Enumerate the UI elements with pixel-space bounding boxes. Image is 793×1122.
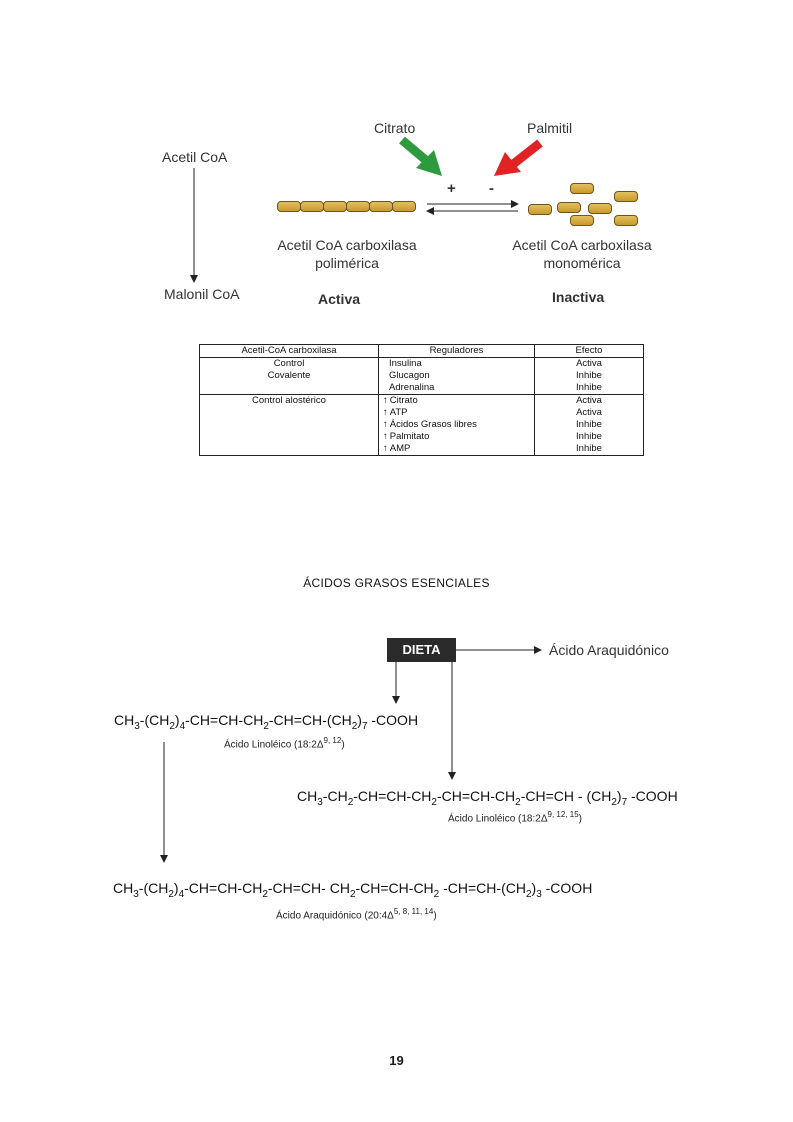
up-arrow-icon: ↑ xyxy=(383,419,388,430)
group-label-covalent: Control Covalente xyxy=(199,357,379,395)
table-row: Control alostérico ↑Citrato ↑ATP ↑Ácidos… xyxy=(199,394,644,456)
formula-linoleico: CH3-(CH2)4-CH=CH-CH2-CH=CH-(CH2)7 -COOH xyxy=(114,712,419,732)
regulators-table: Acetil-CoA carboxilasa Reguladores Efect… xyxy=(199,344,644,456)
effects-cell: Activa Inhibe Inhibe xyxy=(534,357,644,395)
palmitil-arrow xyxy=(494,139,543,176)
caption-araquidonico: Ácido Araquidónico (20:4Δ5, 8, 11, 14) xyxy=(276,907,437,922)
enzyme-unit xyxy=(557,202,581,213)
table-row: Control Covalente Insulina Glucagon Adre… xyxy=(199,357,644,395)
polymeric-label: Acetil CoA carboxilasa polimérica xyxy=(277,237,417,271)
activa-label: Activa xyxy=(318,291,361,307)
caption-linoleico: Ácido Linoléico (18:2Δ9, 12) xyxy=(224,736,345,751)
enzyme-unit xyxy=(570,215,594,226)
enzyme-unit xyxy=(588,203,612,214)
enzyme-unit xyxy=(528,204,552,215)
enzyme-unit xyxy=(392,201,416,212)
dieta-box: DIETA xyxy=(387,638,456,662)
caption-linolenico: Ácido Linoléico (18:2Δ9, 12, 15) xyxy=(448,810,583,825)
enzyme-unit xyxy=(614,215,638,226)
monomeric-label: Acetil CoA carboxilasa monomérica xyxy=(512,237,652,271)
page-number: 19 xyxy=(389,1053,404,1068)
effects-cell: Activa Activa Inhibe Inhibe Inhibe xyxy=(534,394,644,456)
citrato-arrow xyxy=(399,136,442,176)
diagram-arrows xyxy=(190,136,543,283)
enzyme-unit xyxy=(614,191,638,202)
araquidonico-label: Ácido Araquidónico xyxy=(549,642,669,658)
citrato-label: Citrato xyxy=(374,120,416,136)
up-arrow-icon: ↑ xyxy=(383,407,388,418)
plus-sign: + xyxy=(447,180,456,197)
section-title: ÁCIDOS GRASOS ESENCIALES xyxy=(303,576,490,590)
up-arrow-icon: ↑ xyxy=(383,443,388,454)
acetil-coa-label: Acetil CoA xyxy=(162,149,228,165)
regulators-cell: ↑Citrato ↑ATP ↑Ácidos Grasos libres ↑Pal… xyxy=(378,394,535,456)
up-arrow-icon: ↑ xyxy=(383,395,388,406)
formula-linolenico: CH3-CH2-CH=CH-CH2-CH=CH-CH2-CH=CH - (CH2… xyxy=(297,788,678,808)
minus-sign: - xyxy=(489,180,494,197)
palmitil-label: Palmitil xyxy=(527,120,573,136)
group-label-allosteric: Control alostérico xyxy=(199,394,379,456)
enzyme-unit xyxy=(570,183,594,194)
formula-araquidonico: CH3-(CH2)4-CH=CH-CH2-CH=CH- CH2-CH=CH-CH… xyxy=(113,880,593,900)
regulators-cell: Insulina Glucagon Adrenalina xyxy=(378,357,535,395)
up-arrow-icon: ↑ xyxy=(383,431,388,442)
malonil-coa-label: Malonil CoA xyxy=(164,286,240,302)
inactiva-label: Inactiva xyxy=(552,289,605,305)
